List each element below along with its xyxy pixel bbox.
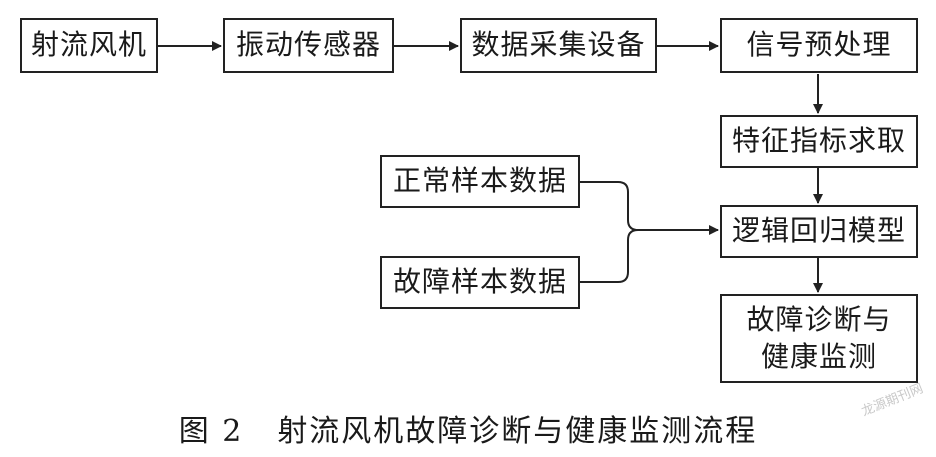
node-label: 故障样本数据 bbox=[392, 265, 567, 299]
node-label: 射流风机 bbox=[30, 28, 147, 62]
node-label: 逻辑回归模型 bbox=[731, 214, 906, 248]
node-feature-extraction: 特征指标求取 bbox=[720, 115, 918, 168]
node-label: 数据采集设备 bbox=[471, 28, 646, 62]
node-data-acquisition: 数据采集设备 bbox=[460, 18, 657, 73]
bracket-fault bbox=[580, 229, 639, 283]
node-label: 正常样本数据 bbox=[392, 164, 567, 198]
node-logistic-model: 逻辑回归模型 bbox=[720, 205, 918, 258]
node-label-line2: 健康监测 bbox=[760, 339, 877, 373]
node-signal-preprocess: 信号预处理 bbox=[720, 18, 918, 73]
figure-caption: 图 2 射流风机故障诊断与健康监测流程 bbox=[0, 406, 936, 450]
figure-title: 射流风机故障诊断与健康监测流程 bbox=[277, 414, 758, 449]
node-diagnosis-monitoring: 故障诊断与 健康监测 bbox=[720, 294, 918, 383]
node-jet-fan: 射流风机 bbox=[20, 18, 158, 73]
node-label-line1: 故障诊断与 bbox=[746, 303, 892, 337]
node-fault-samples: 故障样本数据 bbox=[380, 256, 580, 309]
node-label: 特征指标求取 bbox=[731, 124, 906, 158]
bracket-normal bbox=[580, 181, 639, 231]
node-label: 振动传感器 bbox=[235, 28, 381, 62]
node-vibration-sensor: 振动传感器 bbox=[223, 18, 394, 73]
node-label: 信号预处理 bbox=[746, 28, 892, 62]
node-normal-samples: 正常样本数据 bbox=[380, 155, 580, 208]
figure-number: 图 2 bbox=[178, 414, 244, 449]
